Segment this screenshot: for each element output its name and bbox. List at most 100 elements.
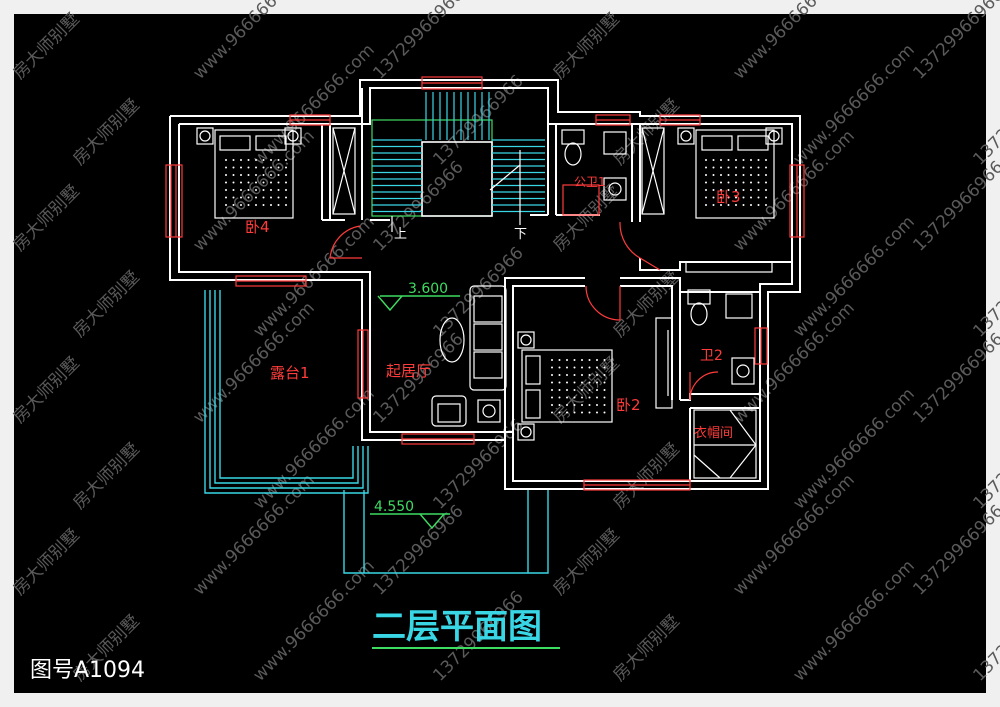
bed-dot [270,174,272,176]
label-wardrobe: 衣帽间 [694,425,733,441]
bed-dot [596,404,598,406]
bed-dot [750,189,752,191]
bed-dot [588,381,591,384]
watermark-text: www.9666666.com [729,126,858,255]
label-terrace: 露台1 [270,364,310,382]
bed-dot [285,204,287,206]
bed-dot [573,366,576,369]
watermark-text: 房大师别墅 [609,439,683,513]
bed-dot [581,374,583,376]
label-public-bath: 公卫1 [574,175,606,189]
bed-dot [727,159,730,161]
bed-dot [247,181,250,184]
bed-dot [225,181,227,184]
bed-dot [551,374,553,376]
bed-dot [225,174,227,176]
bed-dot [581,389,583,391]
bed-dot [705,189,707,191]
bed-dot [270,204,272,206]
watermark-text: 13729966966 [909,501,1000,599]
bed-dot [566,396,568,399]
bed-dot [232,166,235,169]
bed-dot [750,159,752,161]
bed-dot [757,189,760,191]
bed-dot [240,196,242,199]
bed-dot [720,174,722,176]
bed-dot [255,181,257,184]
watermark-text: 房大师别墅 [9,9,83,83]
watermark-text: 房大师别墅 [9,525,83,599]
bed-dot [705,196,707,199]
bed-dot [712,196,715,199]
bed-dot [240,189,242,191]
bed-dot [255,159,257,161]
bed-dot [225,204,227,206]
bed-dot [727,189,730,191]
watermark-text: 房大师别墅 [609,611,683,685]
bed-dot [247,159,250,161]
bed-dot [262,174,265,176]
bed-dot [277,174,280,176]
bed-dot [720,196,722,199]
bed-dot [596,381,598,384]
bed-dot [558,396,561,399]
bed-dot [603,411,606,414]
bed-dot [757,196,760,199]
bed-dot [581,411,583,414]
bed-dot [558,389,561,391]
watermark-text: 13729966966 [909,0,1000,84]
bed-dot [596,389,598,391]
bed-dot [551,411,553,414]
watermark-text: 房大师别墅 [69,95,143,169]
bed-dot [581,381,583,384]
bed-dot [232,196,235,199]
bed-dot [225,196,227,199]
bed-dot [588,396,591,399]
bed-dot [558,404,561,406]
bed-dot [765,159,767,161]
drawing-frame [14,14,986,693]
bed-dot [551,404,553,406]
bed-dot [757,204,760,206]
bed-dot [558,381,561,384]
watermark-text: 房大师别墅 [549,181,623,255]
bed-dot [727,204,730,206]
bed-dot [712,189,715,191]
bed-dot [705,174,707,176]
bed-dot [727,181,730,184]
bed-dot [566,374,568,376]
bed-dot [596,374,598,376]
bed-dot [566,366,568,369]
bed-dot [277,189,280,191]
watermark-text: www.9666666.com [189,470,318,599]
bed-dot [735,181,737,184]
bed-dot [247,196,250,199]
bed-dot [240,159,242,161]
watermark-text: 13729966966 [969,71,1000,169]
bed-dot [742,174,745,176]
bed-dot [720,204,722,206]
bed-dot [285,196,287,199]
bed-dot [270,196,272,199]
bed-dot [566,389,568,391]
bed-dot [765,166,767,169]
bed-dot [596,411,598,414]
bed-dot [735,166,737,169]
bed-dot [742,159,745,161]
bed-dot [255,166,257,169]
bed-dot [573,374,576,376]
bed-dot [573,411,576,414]
label-bedroom-2: 卧2 [616,396,641,414]
drawing-number: 图号A1094 [30,658,146,683]
elevation-marks [370,295,460,530]
bed-dot [588,389,591,391]
watermark-text: www.9666666.com [789,212,918,341]
bed-dot [720,166,722,169]
bed-dot [285,159,287,161]
bed-dot [232,159,235,161]
bed-dot [247,204,250,206]
bed-dot [551,366,553,369]
bed-dot [720,189,722,191]
bed-dot [757,166,760,169]
bed-dot [603,374,606,376]
